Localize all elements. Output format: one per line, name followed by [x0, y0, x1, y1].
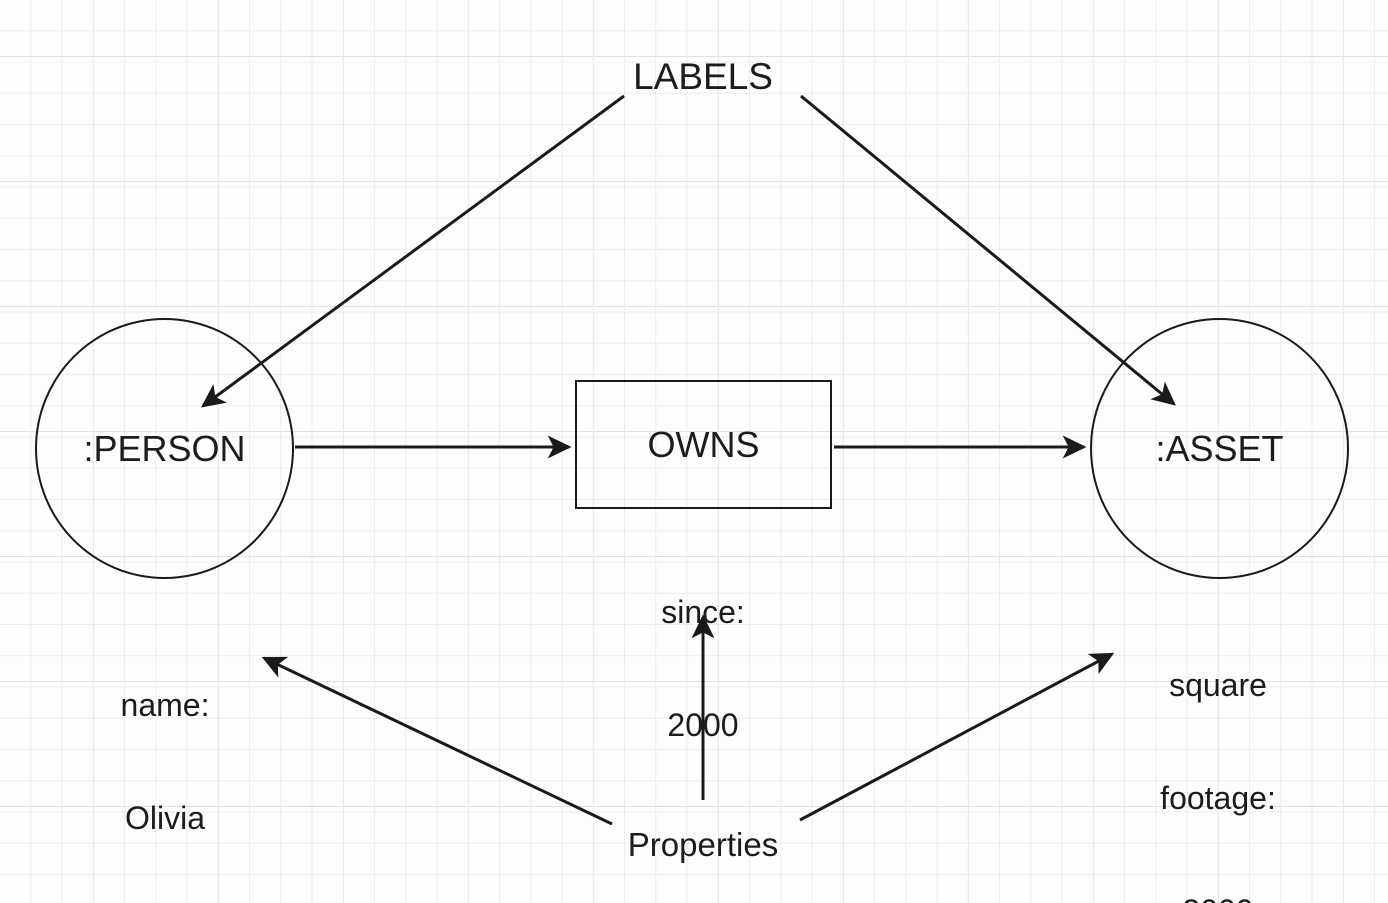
node-owns-label: OWNS — [647, 423, 760, 465]
person-properties-text: name: Olivia — [45, 611, 285, 903]
owns-property-value: 2000 — [667, 706, 739, 743]
asset-property-value: 3000 — [1098, 893, 1338, 903]
node-asset-label: :ASSET — [1155, 427, 1284, 469]
owns-property-key: since: — [661, 593, 745, 630]
node-person-label: :PERSON — [83, 427, 246, 469]
node-owns[interactable]: OWNS — [575, 380, 832, 509]
owns-properties-text: since: 2000 — [583, 518, 823, 820]
edge-properties-to-person-props — [261, 656, 613, 826]
edge-labels-to-person — [201, 94, 625, 408]
edge-properties-to-asset-props — [799, 652, 1115, 822]
person-property-value: Olivia — [124, 799, 205, 836]
labels-callout-text: LABELS — [633, 56, 773, 97]
asset-property-key-line2: footage: — [1160, 779, 1276, 816]
node-person[interactable]: :PERSON — [35, 318, 294, 579]
properties-callout-text: Properties — [627, 826, 779, 863]
node-asset[interactable]: :ASSET — [1090, 318, 1349, 579]
edge-labels-to-asset — [800, 94, 1176, 406]
asset-property-key-line1: square — [1169, 666, 1267, 703]
person-property-key: name: — [120, 686, 210, 723]
asset-properties-text: square footage: 3000 — [1098, 591, 1338, 903]
